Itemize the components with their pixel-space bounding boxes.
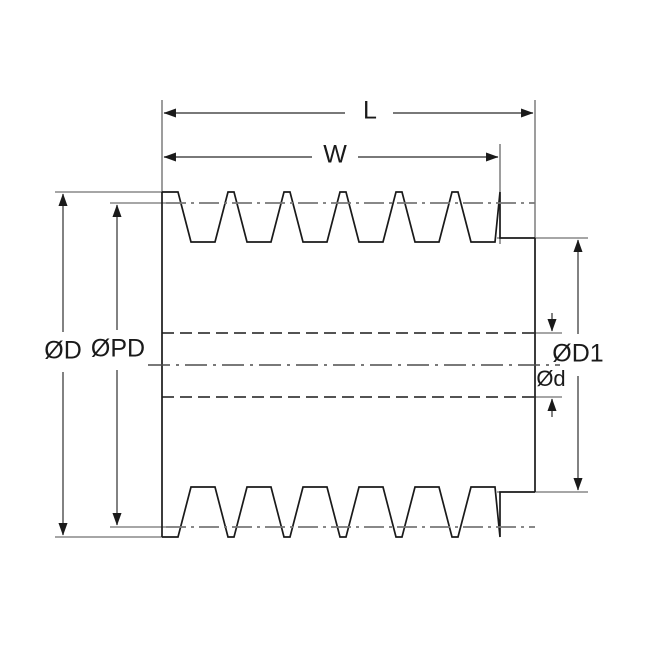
outline-top-teeth (162, 191, 535, 243)
dimension-bore-diameter: Ød (536, 313, 566, 417)
dimension-label-l: L (363, 97, 377, 125)
dimension-flange-diameter: ØD1 (552, 239, 604, 491)
part-outline (161, 191, 536, 538)
bore-hidden-lines (162, 332, 535, 398)
dimension-width-belt: W (163, 141, 499, 169)
dimension-label-d1: ØD1 (552, 340, 603, 368)
dimension-pitch-diameter: ØPD (91, 204, 145, 526)
dimension-label-bore: Ød (536, 366, 565, 391)
dimension-outside-diameter: ØD (44, 193, 82, 536)
dimension-length-overall: L (163, 97, 534, 125)
pitch-lines (166, 202, 535, 528)
dimension-label-od: ØD (44, 337, 82, 365)
dimension-label-w: W (323, 141, 347, 169)
extension-lines (55, 100, 588, 538)
dimension-label-pd: ØPD (91, 335, 145, 363)
outline-bottom-teeth (162, 486, 535, 538)
